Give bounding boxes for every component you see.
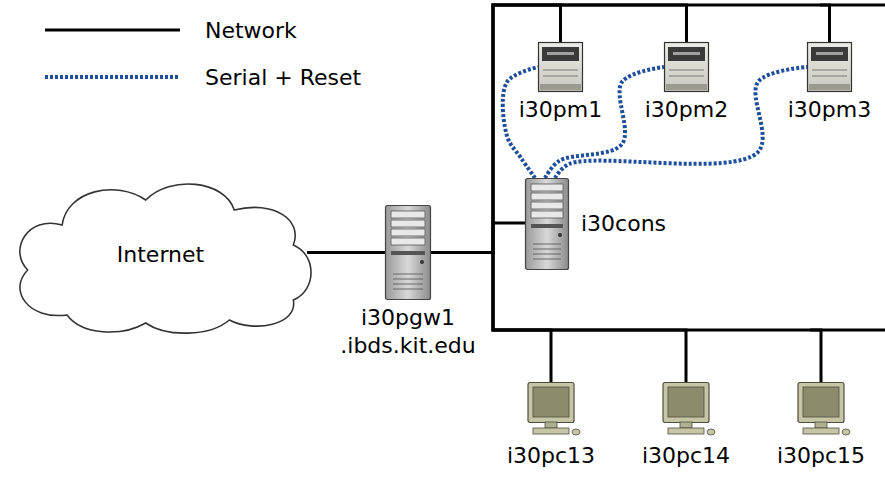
network-line	[431, 253, 821, 383]
host-name: Internet	[117, 241, 204, 269]
box-icon	[807, 42, 852, 92]
pc-node: i30pc14	[655, 382, 717, 438]
node-label: i30pc15	[756, 442, 885, 470]
console-node: i30cons	[525, 178, 569, 270]
node-label: i30pgw1 .ibds.kit.edu	[328, 304, 488, 360]
cloud-node: Internet	[8, 175, 313, 335]
legend-text: Serial + Reset	[205, 65, 361, 90]
node-label: i30cons	[581, 210, 666, 238]
box-node: i30pm3	[807, 42, 852, 92]
host-name: i30pc15	[756, 442, 885, 470]
tower-node: i30pgw1 .ibds.kit.edu	[385, 205, 431, 300]
network-line	[307, 251, 385, 254]
network-line	[431, 5, 687, 253]
box-icon	[664, 42, 709, 92]
node-label: i30pm1	[496, 96, 626, 124]
network-line	[431, 253, 686, 383]
pc-icon	[790, 382, 852, 438]
host-name: i30pm2	[622, 96, 752, 124]
serial-reset-line	[503, 67, 538, 178]
legend-entry: Network	[45, 15, 297, 45]
legend-line-sample	[45, 72, 185, 82]
node-label: Internet	[8, 175, 313, 335]
pc-icon	[655, 382, 717, 438]
console-icon	[525, 178, 569, 270]
node-label: i30pc14	[621, 442, 751, 470]
node-label: i30pm3	[765, 96, 885, 124]
host-name: i30pm1	[496, 96, 626, 124]
host-name: i30pm3	[765, 96, 885, 124]
legend-text: Network	[205, 18, 297, 43]
box-node: i30pm1	[538, 42, 583, 92]
host-name: i30pc14	[621, 442, 751, 470]
legend-line-sample	[45, 25, 185, 35]
box-node: i30pm2	[664, 42, 709, 92]
pc-node: i30pc15	[790, 382, 852, 438]
network-line	[431, 5, 830, 253]
box-icon	[538, 42, 583, 92]
tower-icon	[385, 205, 431, 300]
pc-icon	[520, 382, 582, 438]
node-label: i30pm2	[622, 96, 752, 124]
host-name: i30pgw1 .ibds.kit.edu	[328, 304, 488, 360]
pc-node: i30pc13	[520, 382, 582, 438]
legend-entry: Serial + Reset	[45, 62, 361, 92]
host-name: i30cons	[581, 210, 666, 238]
node-label: i30pc13	[486, 442, 616, 470]
host-name: i30pc13	[486, 442, 616, 470]
network-line	[431, 223, 525, 253]
